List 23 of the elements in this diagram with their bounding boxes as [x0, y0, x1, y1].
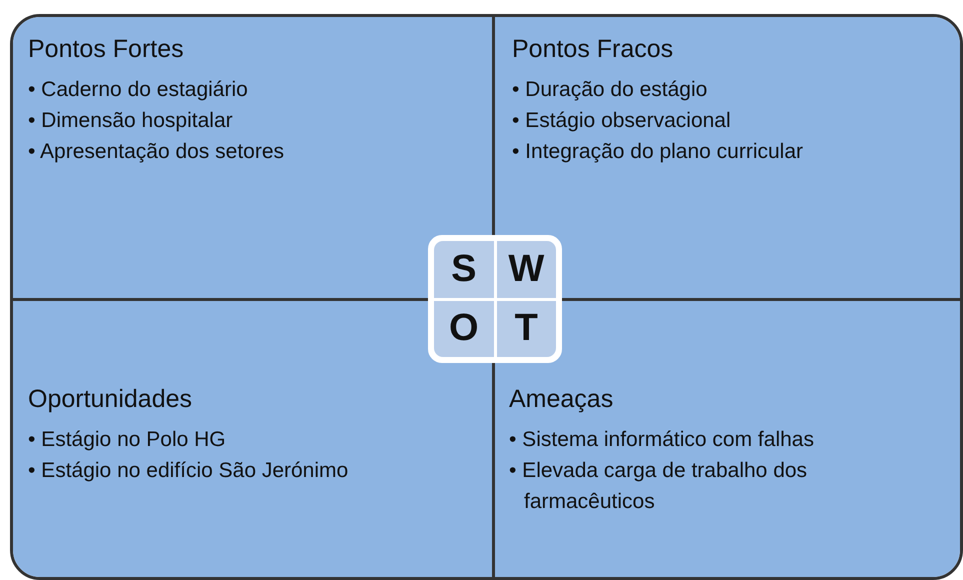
- letter-tile: S: [434, 241, 494, 298]
- bullet-item: • Elevada carga de trabalho dos farmacêuticos: [509, 458, 808, 515]
- letter-tile: O: [434, 300, 494, 357]
- bullet-item: • Sistema informático com falhas: [509, 427, 815, 453]
- quadrant-heading: Ameaças: [509, 385, 614, 414]
- swot-badge: [428, 235, 562, 363]
- bullet-item: • Integração do plano curricular: [512, 139, 804, 165]
- quadrant-heading: Pontos Fracos: [512, 35, 674, 64]
- quadrant-panel: [13, 17, 493, 300]
- bullet-item: • Apresentação dos setores: [28, 139, 286, 165]
- bullet-item: • Duração do estágio: [512, 77, 708, 103]
- quadrant-panel: [13, 300, 493, 577]
- bullet-item: • Estágio no Polo HG: [28, 427, 227, 453]
- bullet-item: • Caderno do estagiário: [28, 77, 249, 103]
- letter-tile: W: [496, 241, 556, 298]
- bullet-item: • Dimensão hospitalar: [28, 108, 234, 134]
- letter-tile: T: [496, 300, 556, 357]
- quadrant-panel: [493, 17, 960, 300]
- bullet-item: • Estágio observacional: [512, 108, 732, 134]
- bullet-item: • Estágio no edifício São Jerónimo: [28, 458, 350, 484]
- quadrant-heading: Pontos Fortes: [28, 35, 184, 64]
- quadrant-heading: Oportunidades: [28, 385, 192, 414]
- quadrant-panel: [493, 300, 960, 577]
